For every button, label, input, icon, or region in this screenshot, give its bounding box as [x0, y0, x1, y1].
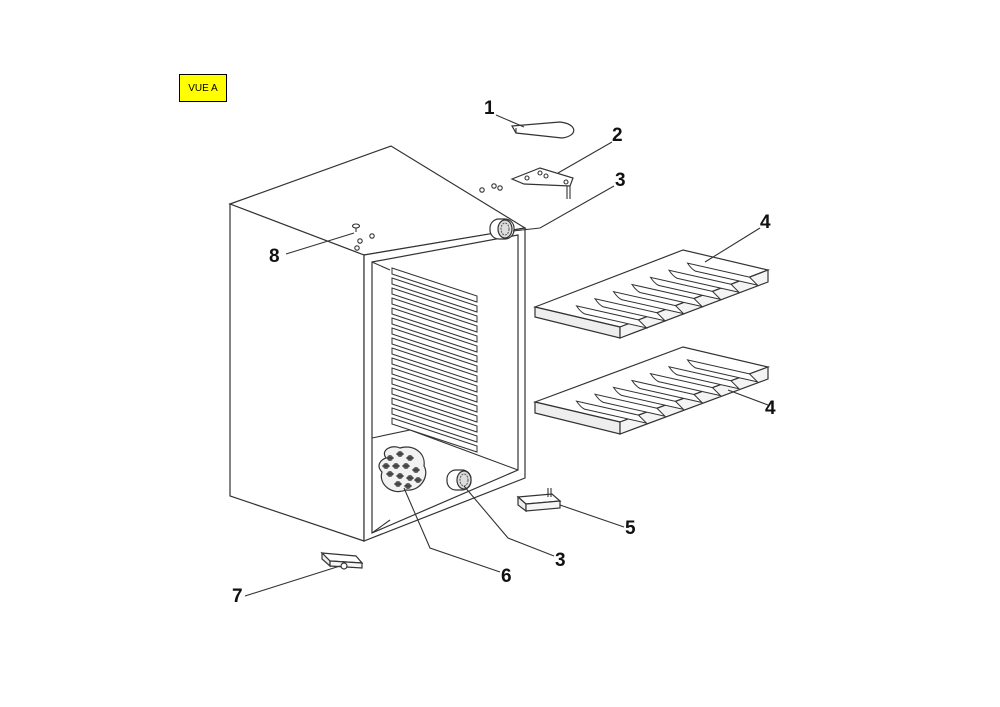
part-1-hinge-cover: [511, 121, 575, 139]
screw-icon: [402, 463, 410, 469]
callout-4-upper: 4: [760, 212, 771, 233]
shelf-slat: [649, 372, 723, 397]
shelf-rail: [391, 327, 478, 363]
callout-3-upper: 3: [615, 170, 626, 191]
callout-2: 2: [612, 125, 623, 146]
screw-icon: [406, 475, 414, 481]
cabinet-left-side: [229, 203, 365, 542]
shelf-rail: [391, 287, 478, 323]
screw-icon: [392, 463, 400, 469]
screw-icon: [412, 467, 420, 473]
screw-icon: [394, 481, 402, 487]
part-8-screw: [351, 223, 361, 232]
shelf-slat: [612, 290, 686, 315]
part-5-stop-bracket: [516, 488, 562, 513]
screw-icon: [414, 477, 422, 483]
part-4-shelf-lower: [532, 346, 771, 435]
shelf-rail: [391, 397, 478, 433]
callout-6: 6: [501, 566, 512, 587]
shelf-slat: [575, 305, 649, 329]
part-6-screw-bag: [378, 446, 427, 493]
shelf-rail: [391, 277, 478, 313]
part-3-plug-upper: [489, 218, 515, 240]
shelf-slat: [630, 379, 704, 404]
shelf-slat: [593, 393, 667, 418]
screw-icon: [404, 483, 412, 489]
cabinet-body: [228, 145, 527, 542]
top-hole: [479, 187, 485, 193]
shelf-slat: [686, 359, 760, 383]
top-hole: [491, 183, 497, 189]
top-hole: [369, 233, 375, 239]
screw-icon: [396, 473, 404, 479]
shelf-rail: [391, 297, 478, 333]
part-2-hinge-plate: [510, 167, 574, 199]
shelf-rail: [391, 407, 478, 443]
screw-icon: [386, 455, 394, 461]
screw-icon: [386, 471, 394, 477]
callout-8: 8: [269, 246, 280, 267]
part-7-bottom-hinge: [320, 551, 364, 570]
shelf-rails: [391, 267, 478, 453]
part-4-shelf-upper: [532, 249, 771, 339]
shelf-slat: [593, 297, 667, 322]
callout-5: 5: [625, 518, 636, 539]
top-hole: [497, 185, 503, 191]
shelf-rail: [391, 357, 478, 393]
shelf-rail: [391, 377, 478, 413]
shelf-rail: [391, 417, 478, 453]
callout-4-lower: 4: [765, 398, 776, 419]
shelf-slat: [667, 269, 741, 294]
screw-icon: [382, 463, 390, 469]
shelf-rail: [391, 267, 478, 303]
leader-lines: [244, 114, 769, 597]
shelf-slat: [686, 262, 760, 286]
shelf-slat: [575, 400, 649, 424]
screw-icon: [406, 455, 414, 461]
view-label-badge: VUE A: [179, 74, 227, 102]
callout-1: 1: [484, 98, 495, 119]
shelf-slat: [667, 365, 741, 390]
callout-3-lower: 3: [555, 550, 566, 571]
shelf-slat: [612, 386, 686, 411]
screw-icon: [396, 451, 404, 457]
shelf-rail: [391, 367, 478, 403]
callout-7: 7: [232, 586, 243, 607]
shelf-rail: [391, 347, 478, 383]
shelf-rail: [391, 317, 478, 353]
shelf-rail: [391, 387, 478, 423]
part-3-plug-lower: [446, 469, 472, 491]
top-hole: [354, 245, 360, 251]
shelf-slat: [649, 276, 723, 301]
shelf-rail: [391, 307, 478, 343]
shelf-slat: [630, 283, 704, 308]
top-hole: [357, 238, 363, 244]
shelf-rail: [391, 337, 478, 373]
